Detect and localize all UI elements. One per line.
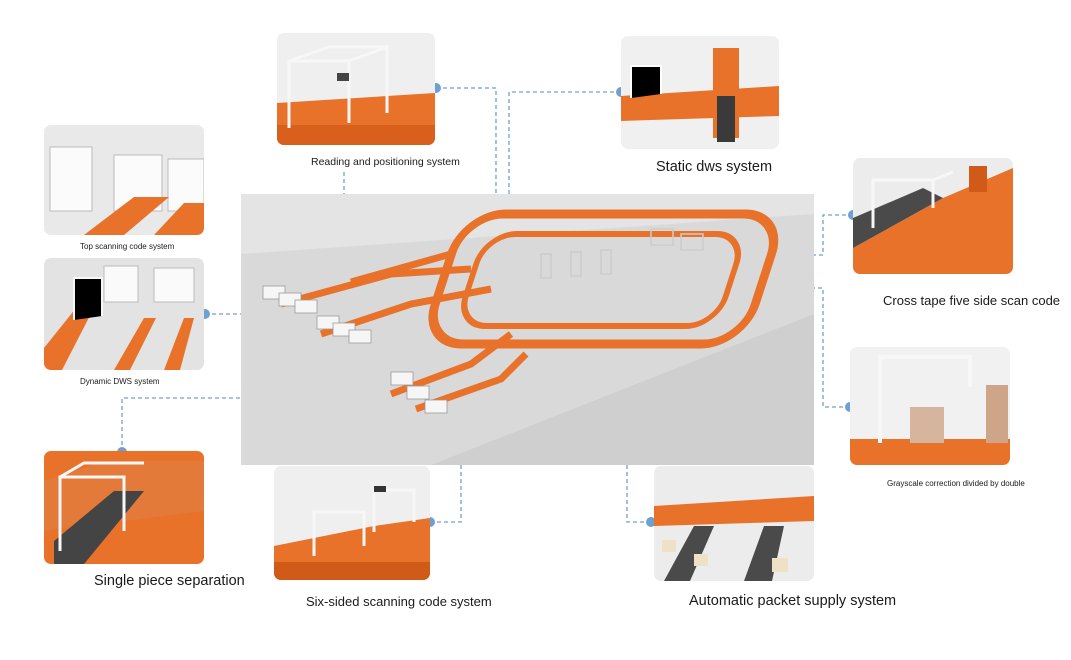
caption-cross-tape: Cross tape five side scan code <box>883 293 1061 308</box>
panel-single-piece <box>44 451 204 564</box>
caption-static-dws: Static dws system <box>656 159 773 175</box>
caption-single-piece: Single piece separation <box>94 573 245 589</box>
sorting-center-overview <box>241 194 814 465</box>
panel-grayscale <box>850 347 1010 465</box>
panel-cross-tape <box>853 158 1013 274</box>
caption-dynamic-dws: Dynamic DWS system <box>80 377 160 386</box>
panel-static-dws <box>621 36 779 149</box>
caption-six-sided: Six-sided scanning code system <box>306 594 492 609</box>
panel-dynamic-dws <box>44 258 204 370</box>
panel-reading-positioning <box>277 33 435 145</box>
panel-six-sided <box>274 466 430 580</box>
caption-top-scanning: Top scanning code system <box>80 242 175 251</box>
caption-grayscale: Grayscale correction divided by double <box>887 479 1025 488</box>
caption-auto-packet: Automatic packet supply system <box>689 593 897 609</box>
caption-reading-positioning: Reading and positioning system <box>311 156 460 168</box>
panel-top-scanning <box>44 125 204 235</box>
panel-auto-packet <box>654 466 814 581</box>
